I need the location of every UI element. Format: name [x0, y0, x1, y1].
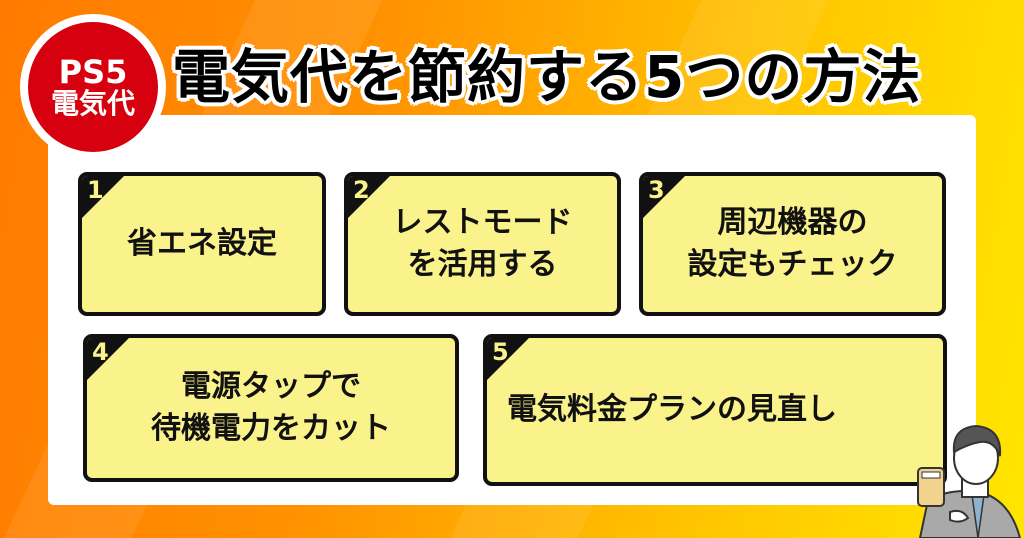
tip-text-line2: 設定もチェック: [687, 247, 898, 282]
tip-text-line1: 周辺機器の: [717, 205, 868, 240]
tip-text-line2: を活用する: [407, 247, 558, 282]
badge-line2: 電気代: [50, 87, 135, 121]
tip-card-3: 3 周辺機器の設定もチェック: [639, 172, 946, 316]
corner-triangle: [87, 338, 129, 380]
businessman-illustration: [917, 424, 1022, 538]
tip-number: 3: [648, 176, 665, 204]
tip-number: 2: [353, 176, 370, 204]
tip-text-line1: 電源タップで: [181, 369, 361, 404]
corner-triangle: [82, 176, 124, 218]
tip-number: 1: [87, 176, 104, 204]
corner-triangle: [643, 176, 685, 218]
ps5-badge: PS5 電気代: [20, 14, 166, 160]
tip-text: 省エネ設定: [127, 226, 277, 261]
tip-card-2: 2 レストモードを活用する: [344, 172, 621, 316]
tip-card-1: 1 省エネ設定: [78, 172, 326, 316]
tip-number: 5: [492, 338, 509, 366]
corner-triangle: [487, 338, 529, 380]
tip-card-4: 4 電源タップで待機電力をカット: [83, 334, 459, 482]
tip-number: 4: [92, 338, 109, 366]
tip-text: 電気料金プランの見直し: [507, 392, 837, 427]
page-title: 電気代を節約する5つの方法: [172, 43, 922, 111]
corner-triangle: [348, 176, 390, 218]
tip-text-line2: 待機電力をカット: [151, 411, 391, 446]
tip-card-5: 5 電気料金プランの見直し: [483, 334, 947, 486]
tip-text-line1: レストモード: [392, 205, 573, 240]
badge-line1: PS5: [58, 52, 128, 91]
